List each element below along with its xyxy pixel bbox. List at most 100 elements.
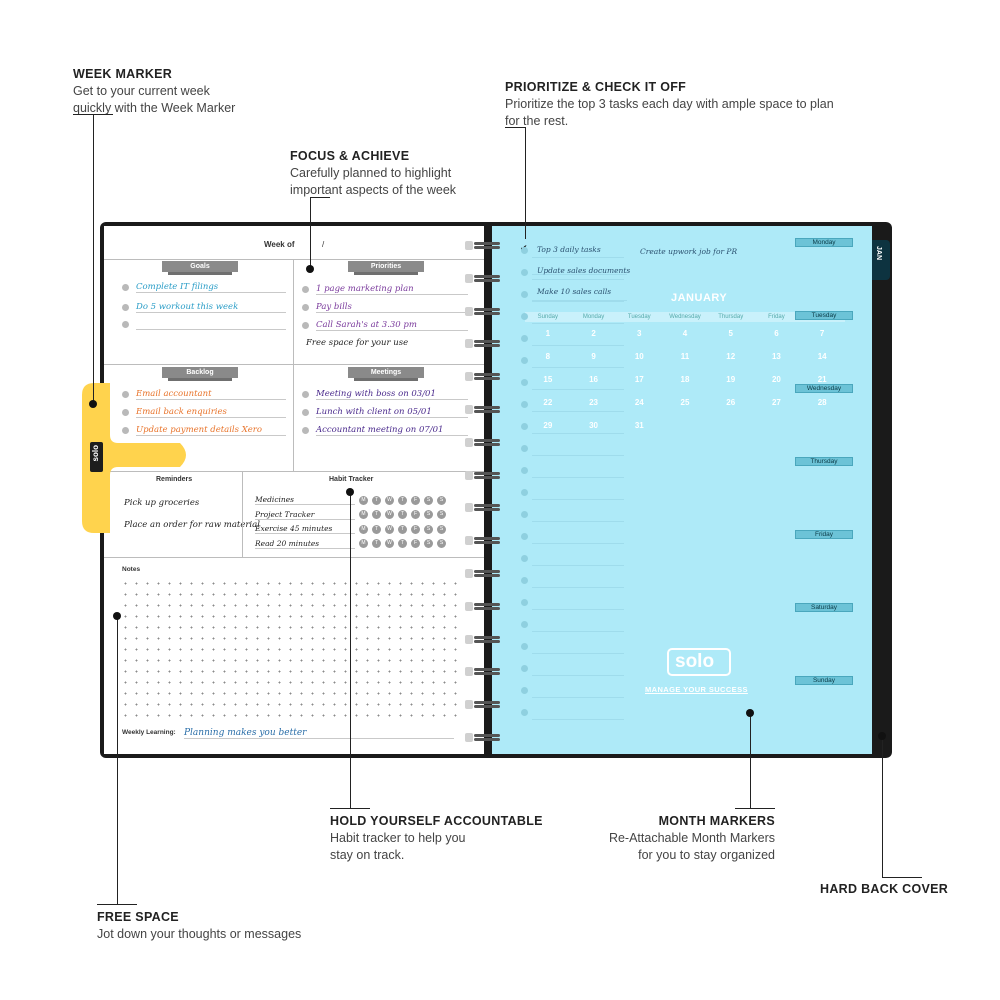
list-item[interactable]: Lunch with client on 05/01 — [302, 407, 468, 418]
list-item[interactable]: Call Sarah's at 3.30 pm — [302, 320, 468, 331]
calendar-day[interactable]: 16 — [589, 375, 599, 384]
calendar-day[interactable]: 17 — [634, 375, 644, 384]
habit-day-cell[interactable]: W — [385, 495, 394, 505]
list-item[interactable]: Do 5 workout this week — [122, 302, 286, 313]
calendar-day[interactable]: 12 — [726, 352, 736, 361]
day-tab[interactable]: Saturday — [795, 603, 853, 612]
calendar-day[interactable]: 18 — [680, 375, 690, 384]
list-item[interactable]: Email back enquiries — [122, 407, 286, 418]
spiral-ring — [465, 700, 500, 710]
list-item[interactable]: 1 page marketing plan — [302, 284, 468, 295]
calendar-day[interactable]: 2 — [591, 329, 596, 338]
list-item[interactable] — [122, 320, 286, 330]
habit-day-cell[interactable]: M — [359, 495, 368, 505]
day-tab[interactable]: Wednesday — [795, 384, 853, 393]
habit-day-cell[interactable]: F — [411, 539, 420, 548]
calendar-day[interactable]: 27 — [771, 398, 781, 407]
habit-day-cell[interactable]: M — [359, 524, 368, 534]
habit-day-cell[interactable]: W — [385, 539, 394, 548]
habit-day-cell[interactable]: S — [424, 495, 433, 505]
calendar-day[interactable] — [708, 414, 754, 437]
calendar-day[interactable]: 21 — [817, 375, 827, 384]
habit-day-cell[interactable]: F — [411, 524, 420, 534]
calendar-day[interactable]: 30 — [589, 421, 599, 430]
list-item[interactable]: Email accountant — [122, 389, 286, 400]
habit-day-cell[interactable]: S — [424, 539, 433, 548]
habit-day-cell[interactable]: S — [437, 524, 446, 534]
list-item[interactable]: Complete IT filings — [122, 282, 286, 293]
list-item[interactable]: Meeting with boss on 03/01 — [302, 389, 468, 400]
connector-line — [525, 127, 526, 239]
habit-name: Project Tracker — [255, 510, 355, 520]
notes-dot-grid[interactable] — [120, 578, 464, 718]
day-tab[interactable]: Sunday — [795, 676, 853, 685]
row-dot — [521, 269, 528, 276]
calendar-day[interactable]: 20 — [771, 375, 781, 384]
habit-name: Read 20 minutes — [255, 539, 355, 549]
habit-day-cell[interactable]: T — [372, 539, 381, 548]
ring-wire — [474, 406, 500, 409]
row-line — [532, 477, 624, 478]
calendar-day[interactable]: 24 — [634, 398, 644, 407]
list-item[interactable]: Accountant meeting on 07/01 — [302, 425, 468, 436]
habit-day-cell[interactable]: T — [398, 510, 407, 519]
calendar-day[interactable]: 23 — [589, 398, 599, 407]
calendar-day[interactable]: 11 — [680, 352, 690, 361]
habit-day-cell[interactable]: T — [372, 495, 381, 505]
calendar-day[interactable]: 6 — [774, 329, 779, 338]
habit-day-cell[interactable]: M — [359, 539, 368, 548]
calendar-day[interactable]: 9 — [591, 352, 596, 361]
habit-day-cell[interactable]: S — [437, 510, 446, 519]
week-marker-tab[interactable] — [80, 383, 195, 533]
habit-day-cell[interactable]: F — [411, 495, 420, 505]
month-tab[interactable]: JAN — [872, 240, 890, 280]
habit-day-cell[interactable]: T — [398, 495, 407, 505]
calendar-day[interactable] — [799, 414, 845, 437]
calendar-day[interactable]: 31 — [634, 421, 644, 430]
calendar-day[interactable]: 7 — [819, 329, 825, 338]
calendar-day[interactable]: 1 — [545, 329, 551, 338]
habit-day-cell[interactable]: T — [372, 510, 381, 519]
calendar-day[interactable]: 8 — [545, 352, 551, 361]
calendar-day[interactable] — [754, 414, 800, 437]
row-dot — [521, 599, 528, 606]
calendar-day[interactable]: 15 — [543, 375, 553, 384]
calendar-day[interactable]: 22 — [543, 398, 553, 407]
week-marker-brand-box: solo — [90, 442, 103, 472]
calendar-day[interactable]: 3 — [637, 329, 642, 338]
habit-day-cell[interactable]: T — [398, 539, 407, 548]
list-item[interactable]: Update payment details Xero — [122, 425, 286, 436]
calendar-day[interactable]: 25 — [680, 398, 690, 407]
habit-day-cell[interactable]: M — [359, 510, 368, 519]
day-tab[interactable]: Tuesday — [795, 311, 853, 320]
day-tab[interactable]: Friday — [795, 530, 853, 539]
habit-day-cell[interactable]: T — [398, 524, 407, 534]
calendar-day[interactable]: 29 — [543, 421, 553, 430]
row-line — [532, 719, 624, 720]
calendar-day[interactable] — [662, 414, 708, 437]
calendar-day[interactable]: 19 — [726, 375, 736, 384]
calendar-day[interactable]: 5 — [728, 329, 733, 338]
habit-day-cell[interactable]: W — [385, 524, 394, 534]
habit-day-cell[interactable]: T — [372, 524, 381, 534]
habit-day-cell[interactable]: S — [437, 539, 446, 548]
day-tab[interactable]: Thursday — [795, 457, 853, 466]
habit-day-cell[interactable]: S — [424, 524, 433, 534]
list-item[interactable]: Pay bills — [302, 302, 468, 313]
habit-day-cell[interactable]: S — [424, 510, 433, 519]
calendar-day[interactable]: 13 — [771, 352, 781, 361]
calendar-day[interactable]: 4 — [682, 329, 688, 338]
day-tab[interactable]: Monday — [795, 238, 853, 247]
callout-desc: for the rest. — [505, 114, 569, 128]
calendar-day[interactable]: 10 — [634, 352, 644, 361]
calendar-day[interactable]: 26 — [726, 398, 736, 407]
habit-day-cell[interactable]: W — [385, 510, 394, 519]
habit-day-cell[interactable]: F — [411, 510, 420, 519]
calendar-day[interactable]: 14 — [817, 352, 827, 361]
habit-day-cell[interactable]: S — [437, 495, 446, 505]
calendar-day[interactable]: 28 — [817, 398, 827, 407]
